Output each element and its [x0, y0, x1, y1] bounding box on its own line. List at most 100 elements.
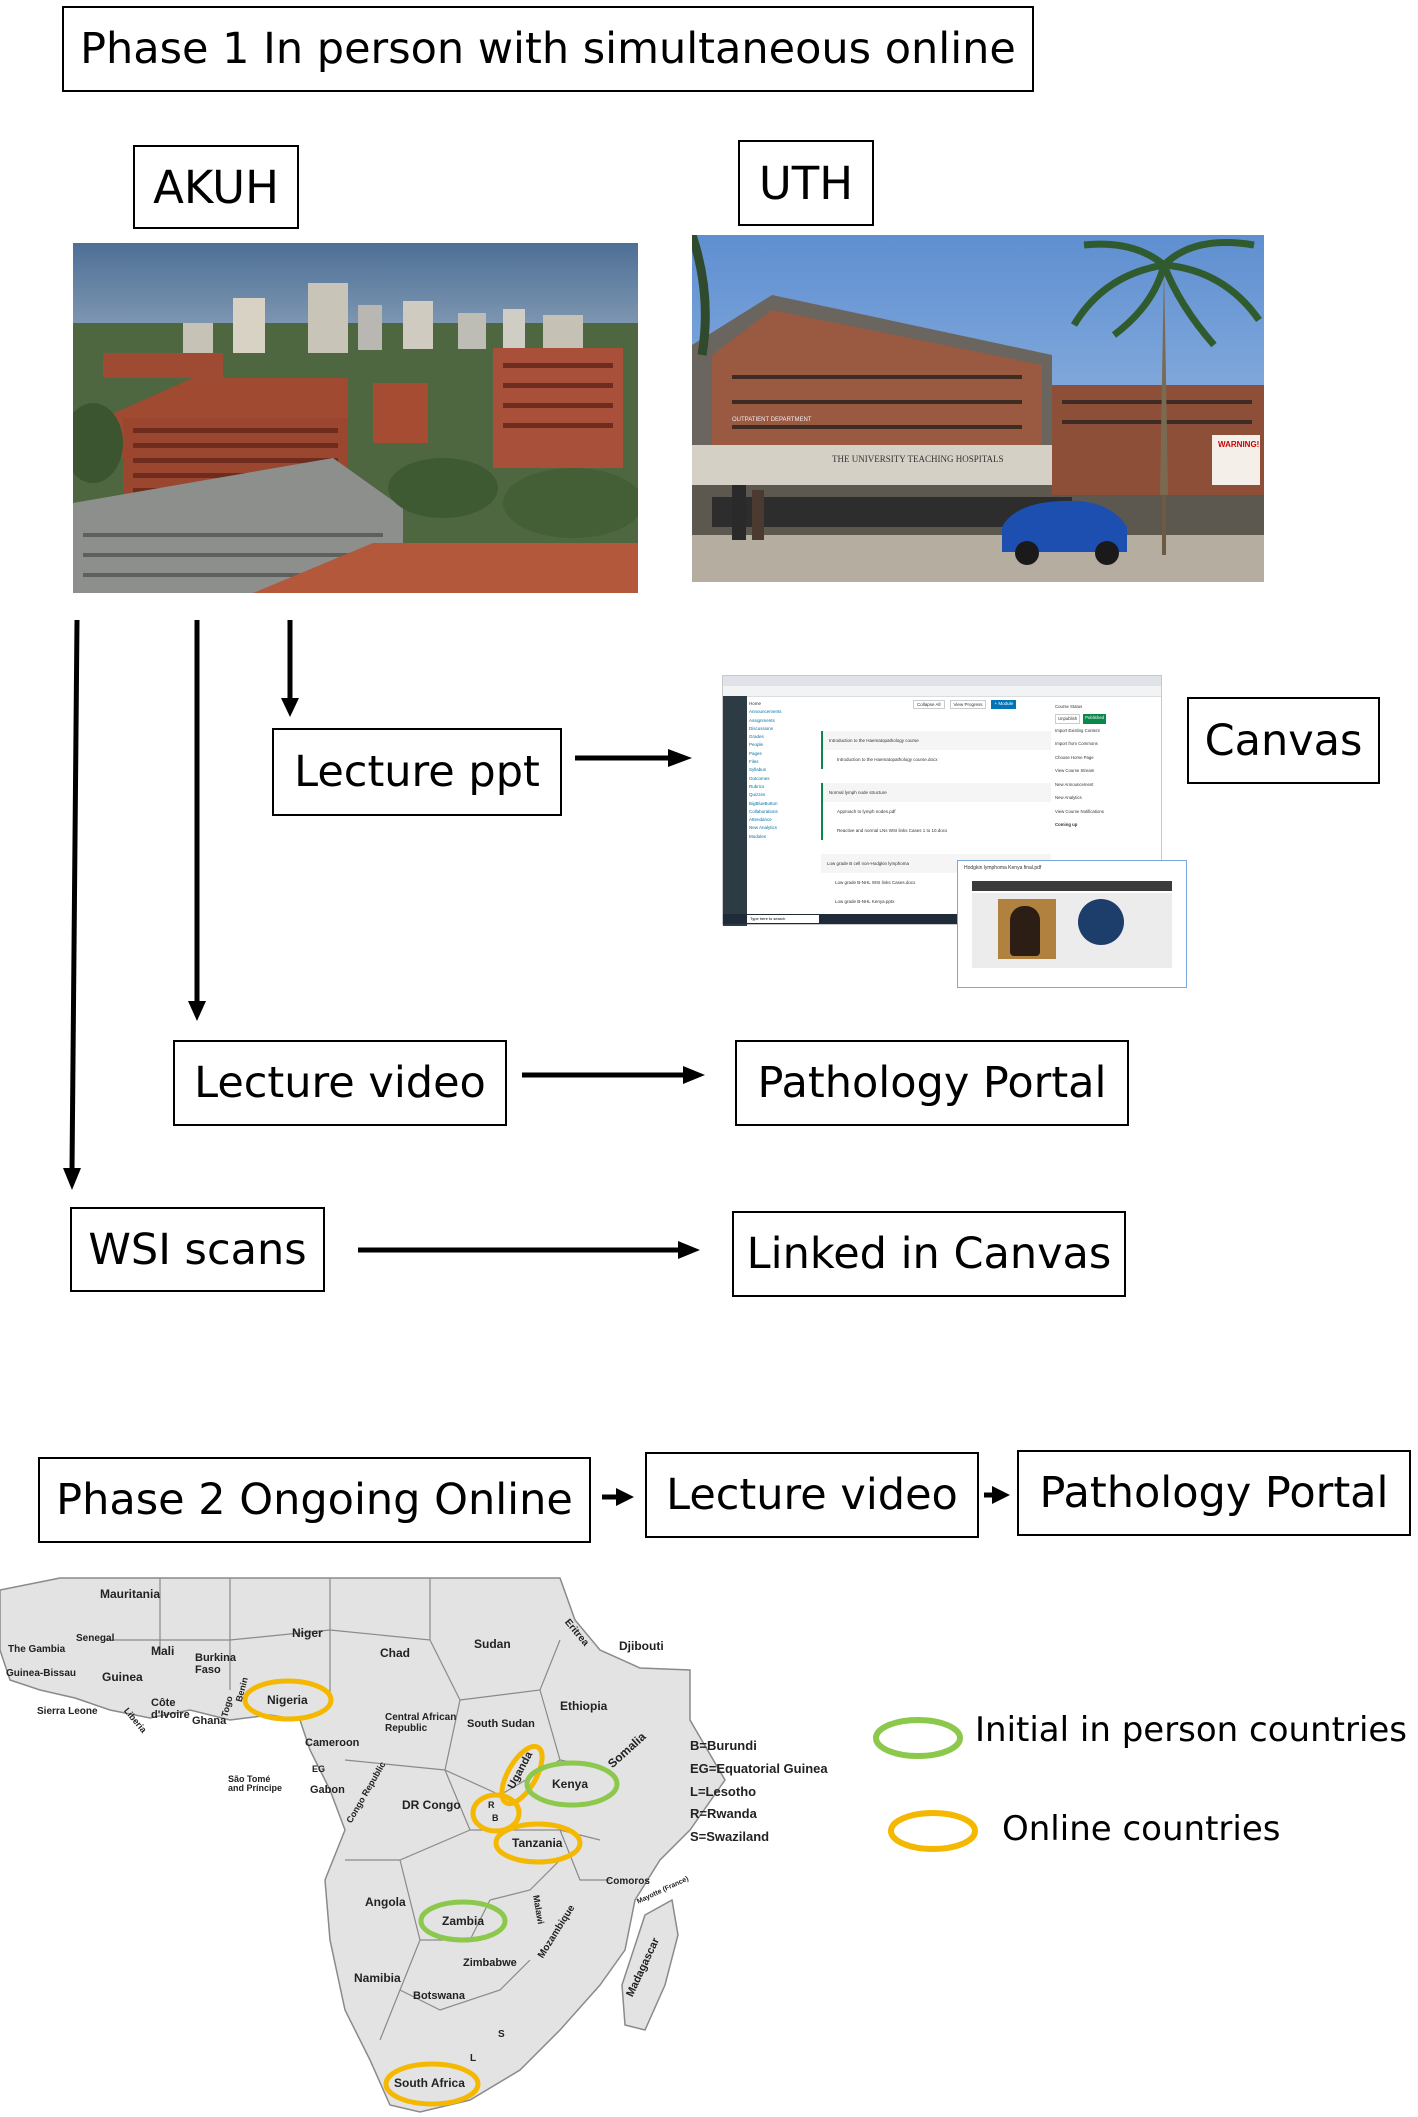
canvas-module-row: Introduction to the Haematopathology cou…	[821, 750, 1051, 769]
legend-online-label: Online countries	[1002, 1809, 1281, 1849]
map-label-djibouti: Djibouti	[619, 1639, 664, 1653]
pathology-portal-label: Pathology Portal	[757, 1058, 1107, 1108]
canvas-popup-title: Hodgkin lymphoma Kenya final.pdf	[964, 865, 1042, 871]
arrow-akuh-to-wsi	[69, 619, 80, 1171]
abbr-swaziland: S=Swaziland	[690, 1829, 770, 1844]
legend-initial-ring	[873, 1717, 963, 1759]
map-label-dr-congo: DR Congo	[402, 1798, 461, 1812]
map-label-zimbabwe: Zimbabwe	[463, 1957, 517, 1969]
map-label-south-sudan: South Sudan	[467, 1718, 535, 1730]
canvas-collapse-button: Collapse All	[913, 700, 945, 709]
wsi-scans-label: WSI scans	[88, 1224, 307, 1275]
canvas-menu-item: Attendance	[749, 817, 772, 823]
canvas-menu-item: Assignments	[749, 717, 775, 723]
canvas-module-row: Reactive and normal LNs WSI links Cases …	[821, 821, 1051, 840]
canvas-menu-item: Syllabus	[749, 767, 767, 773]
lecture-ppt-box: Lecture ppt	[272, 728, 562, 816]
phase2-lecture-video-box: Lecture video	[645, 1452, 979, 1538]
arrowhead	[281, 698, 299, 717]
map-label-chad: Chad	[380, 1646, 410, 1660]
akuh-label-box: AKUH	[133, 145, 299, 229]
map-label-car: Central African Republic	[385, 1712, 457, 1734]
canvas-menu-item: Grades	[749, 734, 764, 740]
lecture-video-label: Lecture video	[194, 1058, 486, 1108]
map-label-cameroon: Cameroon	[305, 1737, 360, 1749]
canvas-side-action: Choose Home Page	[1055, 754, 1094, 760]
uth-photo-drawing: THE UNIVERSITY TEACHING HOSPITALS OUTPAT…	[692, 235, 1264, 582]
canvas-module-row: Introduction to the Haematopathology cou…	[821, 731, 1051, 750]
canvas-side-action: View Course Stream	[1055, 768, 1095, 773]
canvas-side-action: View Course Notifications	[1055, 808, 1104, 814]
uth-photo: THE UNIVERSITY TEACHING HOSPITALS OUTPAT…	[692, 235, 1264, 582]
map-label-lesotho: L	[470, 2053, 477, 2064]
map-label-gabon: Gabon	[310, 1784, 345, 1796]
akuh-photo	[73, 243, 638, 593]
map-label-south-africa: South Africa	[394, 2076, 465, 2090]
map-label-sudan: Sudan	[474, 1637, 511, 1651]
phase1-title: Phase 1 In person with simultaneous onli…	[80, 24, 1016, 74]
canvas-menu-item: Collaborations	[749, 808, 778, 814]
map-label-senegal: Senegal	[76, 1633, 115, 1644]
phase2-pathology-portal-box: Pathology Portal	[1017, 1450, 1411, 1536]
arrowhead	[668, 749, 692, 767]
canvas-progress-button: View Progress	[949, 700, 987, 709]
canvas-side-action: New Announcement	[1055, 781, 1094, 787]
phase2-lecture-video-label: Lecture video	[666, 1470, 958, 1520]
wsi-scans-box: WSI scans	[70, 1207, 325, 1292]
map-label-ghana: Ghana	[192, 1715, 227, 1727]
uth-dept-sign: OUTPATIENT DEPARTMENT	[732, 417, 812, 423]
map-label-the-gambia: The Gambia	[8, 1644, 66, 1655]
uth-building-sign: THE UNIVERSITY TEACHING HOSPITALS	[832, 454, 1004, 464]
tanzania-online-ring	[493, 1821, 583, 1865]
map-label-comoros: Comoros	[606, 1876, 650, 1887]
rwanda-burundi-online-ring	[470, 1792, 522, 1834]
map-label-sierra-leone: Sierra Leone	[37, 1706, 98, 1717]
lecture-ppt-label: Lecture ppt	[294, 747, 540, 797]
map-label-zambia: Zambia	[442, 1914, 485, 1928]
canvas-menu-item: Rubrics	[749, 783, 765, 789]
canvas-module-row: Low grade B-NHL WSI links Cases.docx	[835, 880, 916, 885]
map-label-rwanda: R	[488, 1800, 495, 1810]
map-label-mali: Mali	[151, 1644, 175, 1658]
canvas-side-action: New Analytics	[1055, 795, 1082, 800]
map-label-tanzania: Tanzania	[512, 1836, 563, 1850]
canvas-module-row: Low grade B-NHL Kenya.pptx	[835, 899, 895, 904]
lecture-video-box: Lecture video	[173, 1040, 507, 1126]
map-label-namibia: Namibia	[354, 1971, 401, 1985]
canvas-menu-item: New Analytics	[749, 825, 778, 831]
pathology-portal-box: Pathology Portal	[735, 1040, 1129, 1126]
map-label-guinea: Guinea	[102, 1670, 143, 1684]
canvas-label: Canvas	[1204, 715, 1363, 766]
map-label-kenya: Kenya	[552, 1777, 589, 1791]
linked-in-canvas-label: Linked in Canvas	[746, 1229, 1112, 1279]
arrowhead	[992, 1486, 1010, 1504]
canvas-unpublish: Unpublish	[1055, 713, 1081, 724]
map-label-cote-divoire: Côte d'Ivoire	[151, 1697, 190, 1721]
canvas-box: Canvas	[1187, 697, 1380, 784]
map-label-swaziland: S	[498, 2029, 505, 2040]
arrowhead	[63, 1168, 81, 1190]
canvas-menu-item: People	[749, 742, 764, 748]
phase2-title: Phase 2 Ongoing Online	[56, 1475, 573, 1525]
africa-landmass	[0, 1577, 726, 2113]
canvas-side-action: Import from Commons	[1055, 741, 1098, 746]
abbr-burundi: B=Burundi	[690, 1738, 757, 1753]
canvas-coming-up: Coming up	[1055, 822, 1078, 827]
canvas-side-action: Import Existing Content	[1055, 727, 1100, 733]
uth-label: UTH	[758, 156, 854, 210]
linked-in-canvas-box: Linked in Canvas	[732, 1211, 1126, 1297]
map-label-mauritania: Mauritania	[100, 1587, 161, 1601]
map-label-eg: EG	[312, 1764, 326, 1774]
map-label-sao-tome: São Tomé and Príncipe	[228, 1774, 283, 1794]
nigeria-online-ring	[242, 1678, 334, 1722]
map-label-guinea-bissau: Guinea-Bissau	[6, 1668, 77, 1679]
akuh-label: AKUH	[153, 160, 279, 214]
legend-initial-label: Initial in person countries	[975, 1710, 1408, 1750]
uth-warning-sign: WARNING!	[1218, 440, 1259, 449]
abbr-lesotho: L=Lesotho	[690, 1784, 757, 1799]
canvas-menu-item: Files	[749, 759, 759, 765]
canvas-status-title: Course Status	[1055, 704, 1083, 709]
phase1-title-box: Phase 1 In person with simultaneous onli…	[62, 6, 1034, 92]
